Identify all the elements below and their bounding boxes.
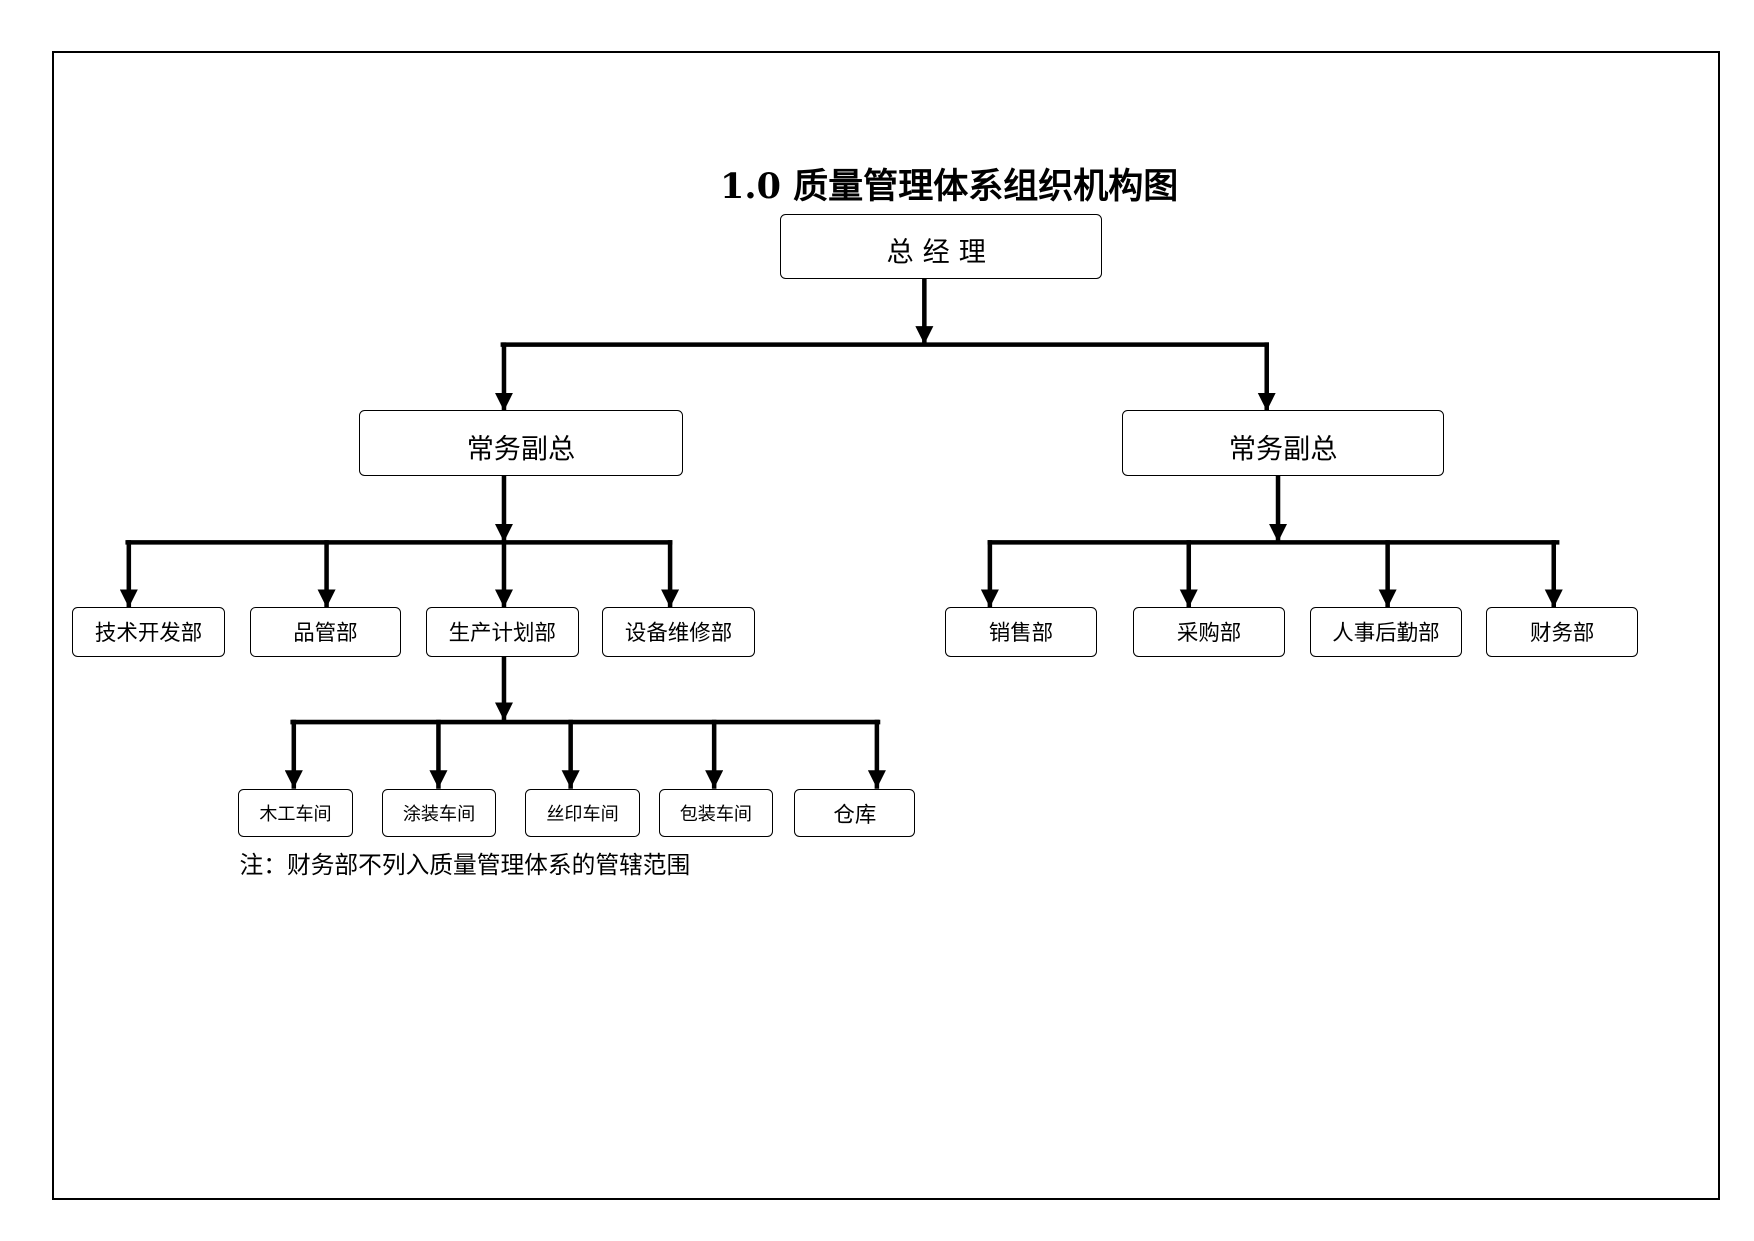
node-dept-quality: 品管部 [249,606,402,657]
node-dept-equipment-maintenance: 设备维修部 [602,606,755,657]
node-dept-tech-dev: 技术开发部 [72,606,225,657]
chart-title: 1.0 质量管理体系组织机构图 [720,166,1179,208]
node-workshop-coating: 涂装车间 [381,788,497,838]
node-dept-hr-logistics: 人事后勤部 [1309,606,1463,657]
node-vp-right: 常务副总 [1122,410,1445,476]
node-dept-production-planning: 生产计划部 [426,606,579,657]
node-workshop-silkscreen: 丝印车间 [525,788,640,838]
node-dept-sales: 销售部 [944,606,1098,657]
node-dept-purchasing: 采购部 [1133,606,1285,657]
node-warehouse: 仓库 [794,788,916,838]
node-workshop-packaging: 包装车间 [658,788,773,838]
node-general-manager: 总经理 [779,213,1102,280]
footnote: 注：财务部不列入质量管理体系的管辖范围 [239,851,691,880]
node-dept-finance: 财务部 [1485,606,1639,657]
page-frame [51,50,1720,1201]
node-vp-left: 常务副总 [359,410,683,476]
node-workshop-woodwork: 木工车间 [238,788,353,838]
